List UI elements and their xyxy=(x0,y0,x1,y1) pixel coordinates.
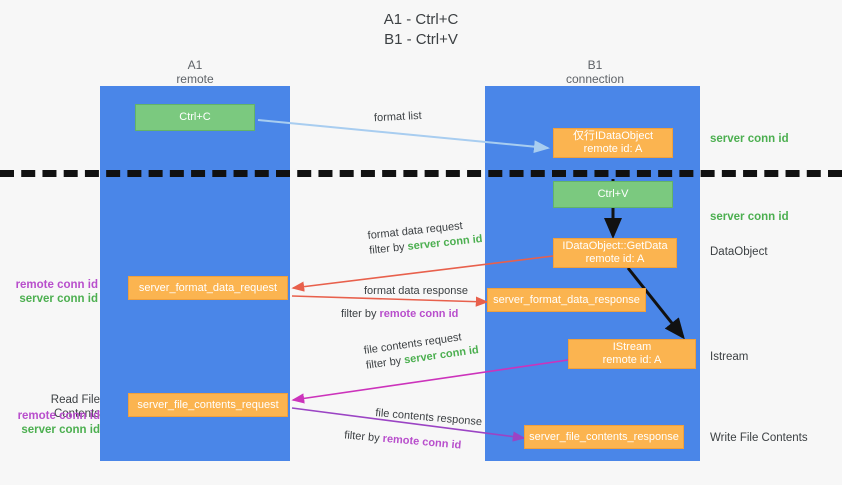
left-label-server-conn-id-1: server conn id xyxy=(19,293,98,305)
box-server-format-data-request[interactable]: server_format_data_request xyxy=(128,276,288,300)
right-label-istream: Istream xyxy=(710,351,749,363)
arrow-label-format-data-response-line2: filter by remote conn id xyxy=(341,307,468,322)
box-server-file-contents-request[interactable]: server_file_contents_request xyxy=(128,393,288,417)
column-header-a1: A1 remote xyxy=(120,58,270,86)
arrow-label-format-data-response: format data response filter by remote co… xyxy=(341,284,468,322)
title-line-2: B1 - Ctrl+V xyxy=(384,31,458,48)
title-line-1: A1 - Ctrl+C xyxy=(383,11,459,28)
box-server-file-contents-response[interactable]: server_file_contents_response xyxy=(524,425,684,449)
column-a1-name: A1 xyxy=(187,58,203,72)
column-a1-sub: remote xyxy=(176,72,214,86)
arrow-label-file-contents-response-line2: filter by remote conn id xyxy=(344,428,481,455)
box-ctrl-c[interactable]: Ctrl+C xyxy=(135,104,255,131)
right-label-server-conn-id-1: server conn id xyxy=(710,133,789,145)
left-label-remote-conn-id-2: remote conn id xyxy=(17,410,100,422)
box-getdata-line1: IDataObject::GetData xyxy=(562,240,668,252)
column-b1-sub: connection xyxy=(565,72,625,86)
left-label-server-conn-id-2: server conn id xyxy=(21,424,100,436)
filter-emphasis-remote-conn-id-2: remote conn id xyxy=(382,432,462,452)
box-server-format-data-request-label: server_format_data_request xyxy=(138,281,278,294)
box-istream[interactable]: IStream remote id: A xyxy=(568,339,696,369)
box-idataobject-top[interactable]: 仅行IDataObject remote id: A xyxy=(553,128,673,158)
right-label-write-file-contents: Write File Contents xyxy=(710,432,808,444)
column-b1-name: B1 xyxy=(587,58,603,72)
arrow-label-format-data-response-line1: format data response xyxy=(364,285,468,297)
filter-prefix-1: filter by xyxy=(368,240,409,257)
filter-prefix-4: filter by xyxy=(343,429,384,445)
box-server-file-contents-request-label: server_file_contents_request xyxy=(137,398,279,411)
box-server-format-data-response[interactable]: server_format_data_response xyxy=(487,288,646,312)
box-getdata-line2: remote id: A xyxy=(585,253,645,265)
box-istream-line1: IStream xyxy=(612,341,652,353)
left-label-group-conn-ids-2: remote conn id server conn id xyxy=(8,409,100,437)
left-label-remote-conn-id-1: remote conn id xyxy=(15,279,98,291)
box-idataobject-getdata[interactable]: IDataObject::GetData remote id: A xyxy=(553,238,677,268)
arrow-label-file-contents-request: file contents request filter by server c… xyxy=(363,328,480,374)
box-ctrl-v-line1: Ctrl+V xyxy=(597,188,629,200)
filter-prefix-2: filter by xyxy=(341,308,380,320)
box-istream-line2: remote id: A xyxy=(602,354,662,366)
page-title: A1 - Ctrl+C B1 - Ctrl+V xyxy=(0,10,842,50)
box-idataobject-top-line1: 仅行IDataObject xyxy=(572,130,654,142)
left-label-read-file-contents: Read File Contents xyxy=(50,394,100,420)
arrow-label-file-contents-response: file contents response filter by remote … xyxy=(344,406,483,455)
filter-emphasis-remote-conn-id-1: remote conn id xyxy=(379,308,459,320)
box-ctrl-v[interactable]: Ctrl+V xyxy=(553,181,673,208)
arrow-label-file-contents-response-line1: file contents response xyxy=(374,406,483,429)
box-ctrl-c-line1: Ctrl+C xyxy=(179,111,211,123)
box-server-file-contents-response-label: server_file_contents_response xyxy=(529,430,679,443)
arrow-label-format-data-request: format data request filter by server con… xyxy=(367,217,483,259)
phase-divider xyxy=(0,170,842,177)
box-idataobject-top-line2: remote id: A xyxy=(583,143,643,155)
right-label-dataobject: DataObject xyxy=(710,246,768,258)
filter-prefix-3: filter by xyxy=(365,354,406,372)
arrow-label-format-list: format list xyxy=(373,109,422,125)
column-header-b1: B1 connection xyxy=(520,58,670,86)
box-server-format-data-response-label: server_format_data_response xyxy=(493,293,640,306)
right-label-server-conn-id-2: server conn id xyxy=(710,211,789,223)
left-label-group-conn-ids-1: remote conn id server conn id xyxy=(8,278,98,306)
